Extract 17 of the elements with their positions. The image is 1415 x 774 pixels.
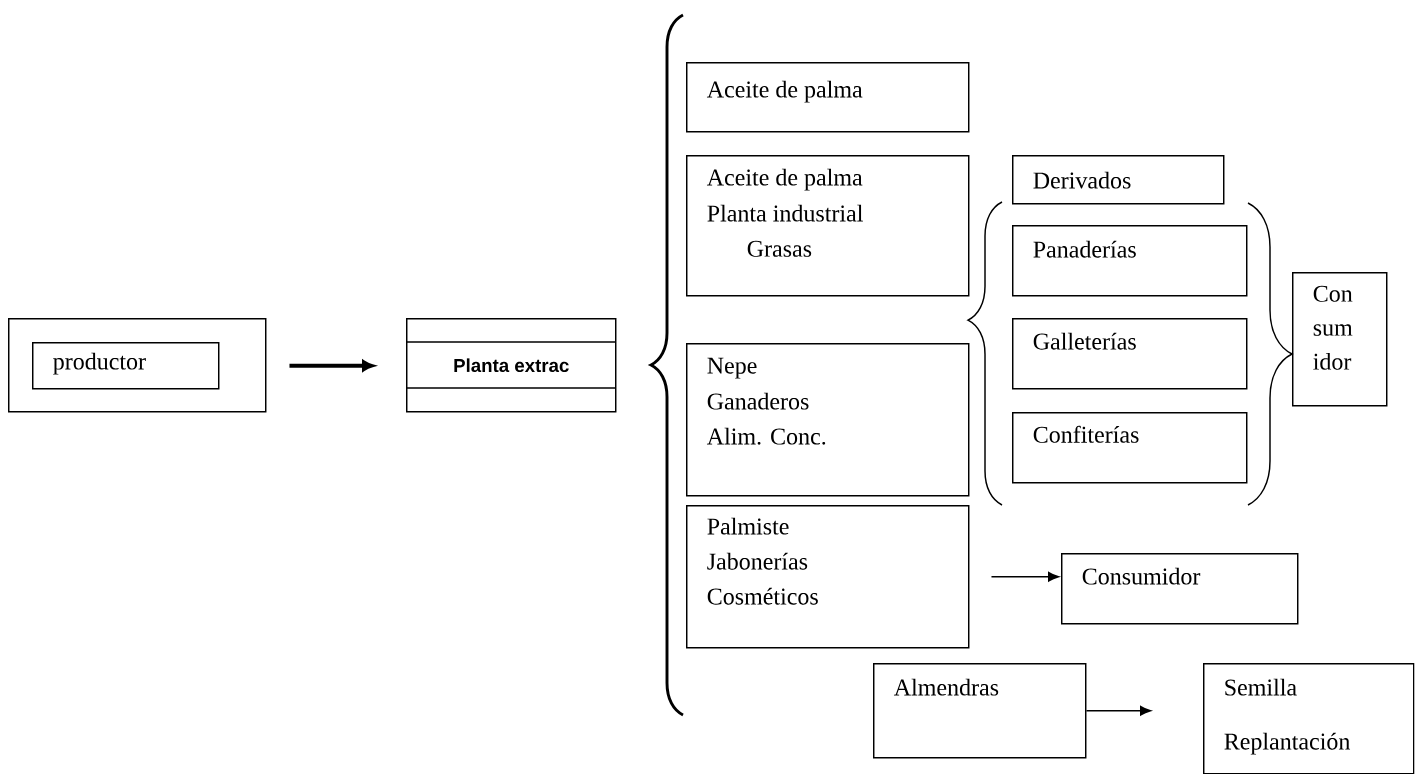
shape-box — [8, 318, 267, 413]
inner-box: productor — [32, 342, 220, 390]
process-box: Confiterías — [1012, 412, 1248, 484]
process-box: Semilla Replantación — [1203, 663, 1415, 774]
process-box: Consumidor — [1061, 553, 1299, 625]
process-box: Almendras — [873, 663, 1087, 759]
process-box: Planta extrac — [405, 318, 617, 413]
process-box: Aceite de palma — [686, 62, 970, 133]
process-box: Palmiste Jabonerías Cosméticos — [686, 505, 970, 649]
process-box: Derivados — [1012, 155, 1225, 205]
process-box: Galleterías — [1012, 318, 1248, 390]
process-box: Panaderías — [1012, 225, 1248, 297]
process-box: Con sum idor — [1292, 272, 1388, 407]
arrow — [990, 571, 1060, 582]
process-box: Aceite de palma Planta industrial Grasas — [686, 155, 970, 297]
process-box: Nepe Ganaderos Alim. Conc. — [686, 343, 970, 497]
arrow — [1085, 705, 1152, 716]
